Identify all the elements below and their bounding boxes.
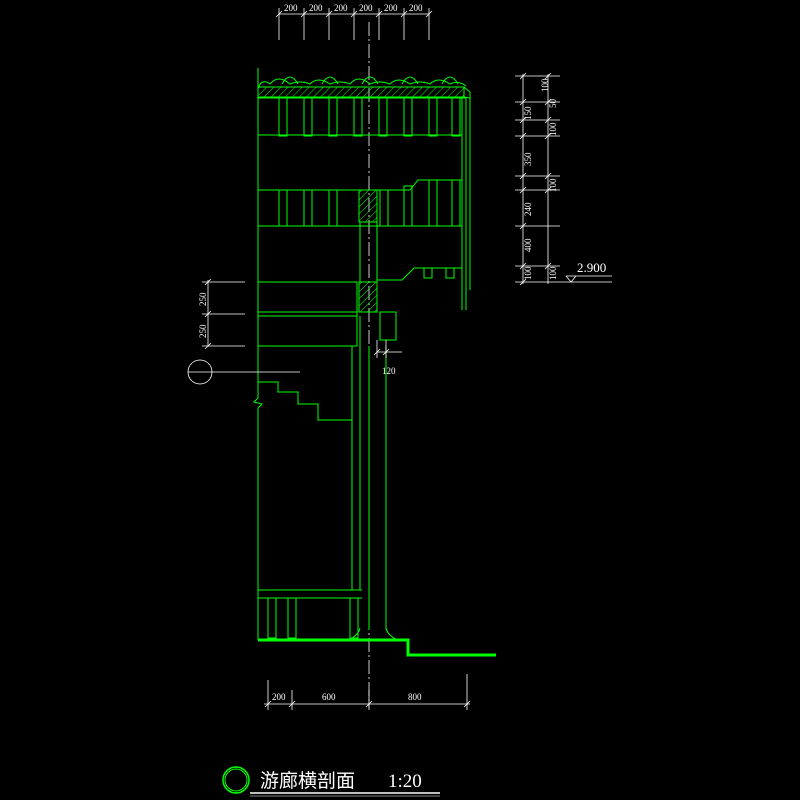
top-dim-label: 200	[359, 3, 373, 13]
title-circle-icon	[222, 766, 250, 794]
right-dim-label: 350	[523, 152, 533, 166]
bottom-dimension-chain	[264, 674, 471, 710]
right-dim-label: 100	[523, 266, 533, 280]
right-dim-label: 100	[548, 266, 558, 280]
right-dimension-chain	[515, 72, 612, 286]
right-dim-label: 100	[548, 178, 558, 192]
title-scale: 1:20	[388, 771, 422, 792]
drawing-title: 游廊横剖面 1:20	[222, 766, 440, 797]
top-dim-label: 200	[309, 3, 323, 13]
top-dim-label: 200	[409, 3, 423, 13]
elevation-marker	[565, 275, 612, 283]
title-name: 游廊横剖面	[260, 770, 355, 792]
bottom-dim-label: 200	[272, 692, 286, 702]
ground-line	[258, 638, 496, 657]
bottom-dim-label: 800	[408, 692, 422, 702]
elevation-label: 2.900	[577, 260, 606, 275]
column-dimension	[373, 340, 402, 358]
right-dim-label: 100	[540, 78, 550, 92]
right-dim-label: 100	[548, 122, 558, 136]
column-dim-label: 120	[382, 366, 396, 376]
section-marker	[187, 359, 300, 385]
bottom-dim-label: 600	[322, 692, 336, 702]
top-dim-label: 200	[384, 3, 398, 13]
left-dim-label: 250	[198, 324, 208, 338]
right-dim-label: 150	[523, 106, 533, 120]
left-dim-label: 250	[198, 292, 208, 306]
right-dim-label: 240	[523, 202, 533, 216]
top-dimension-chain: 200 200 200 200 200 200	[275, 3, 433, 40]
right-dim-label: 400	[523, 238, 533, 252]
right-dim-label: 50	[548, 99, 558, 109]
top-dim-label: 200	[334, 3, 348, 13]
top-dim-label: 200	[284, 3, 298, 13]
left-dimension-chain	[202, 278, 245, 350]
section-structure	[253, 68, 471, 641]
